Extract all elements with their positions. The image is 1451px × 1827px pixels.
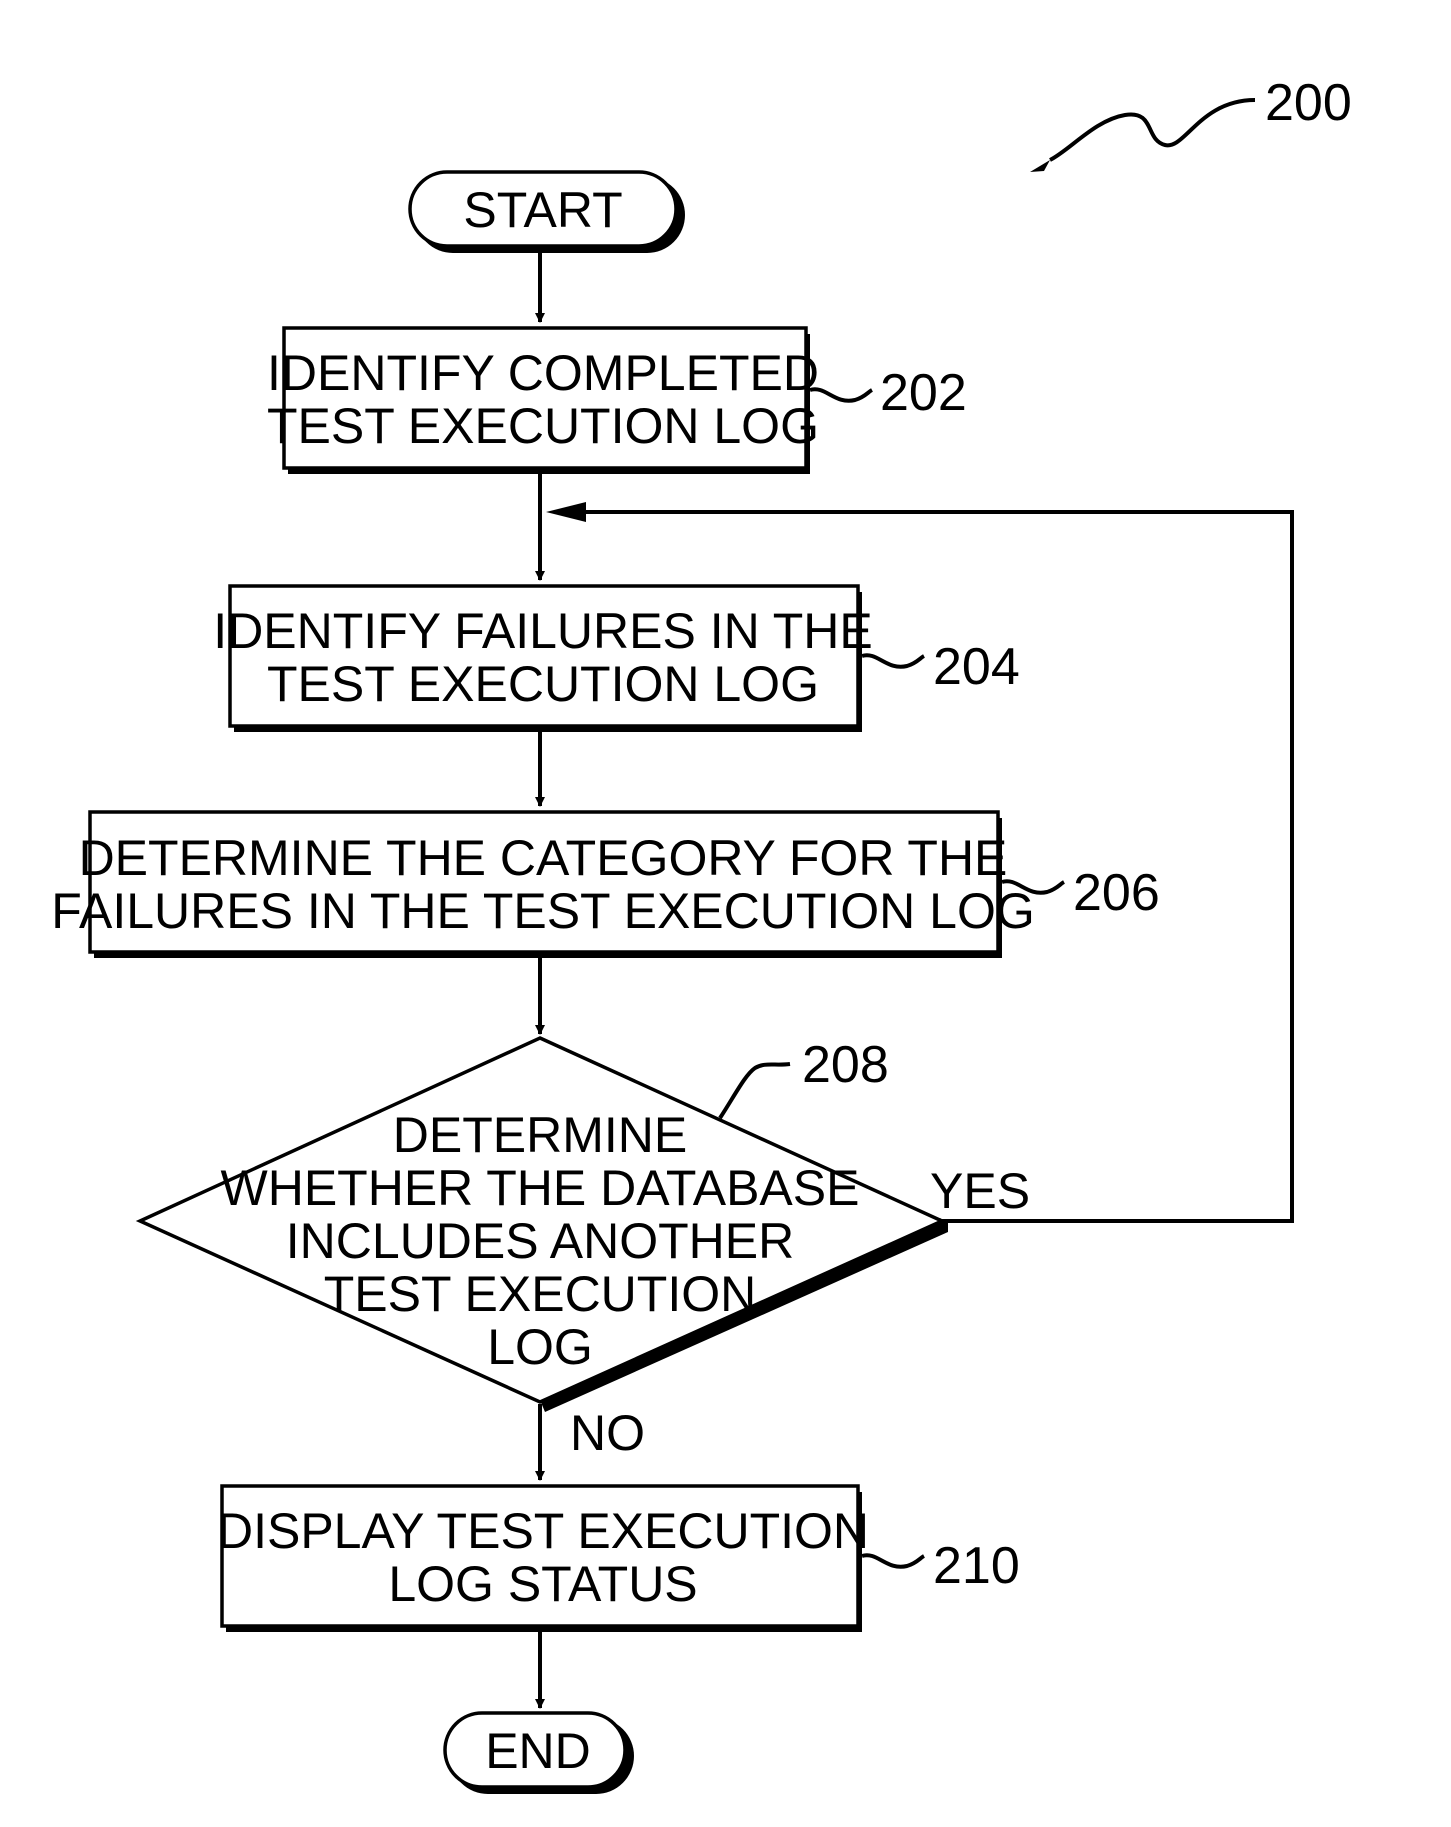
process-210-ref: 210 bbox=[933, 1537, 1020, 1595]
process-204-line-1: IDENTIFY FAILURES IN THE bbox=[213, 603, 872, 659]
decision-208-ref: 208 bbox=[802, 1036, 889, 1094]
end-label: END bbox=[485, 1723, 591, 1779]
process-202-line-2: TEST EXECUTION LOG bbox=[267, 398, 819, 454]
process-210-line-1: DISPLAY TEST EXECUTION bbox=[217, 1503, 869, 1559]
process-210-line-2: LOG STATUS bbox=[388, 1556, 697, 1612]
process-206-ref: 206 bbox=[1073, 864, 1160, 922]
start-label: START bbox=[463, 182, 622, 238]
process-202-line-1: IDENTIFY COMPLETED bbox=[267, 345, 819, 401]
figure-reference-number: 200 bbox=[1265, 74, 1352, 132]
yes-label: YES bbox=[930, 1163, 1030, 1219]
end-terminal: END bbox=[445, 1713, 634, 1794]
process-204-line-2: TEST EXECUTION LOG bbox=[267, 656, 819, 712]
no-label: NO bbox=[570, 1405, 645, 1461]
process-202-ref: 202 bbox=[880, 364, 967, 422]
figure-reference: 200 bbox=[1030, 74, 1352, 172]
decision-208-leader bbox=[720, 1064, 790, 1118]
process-206-line-2: FAILURES IN THE TEST EXECUTION LOG bbox=[51, 883, 1035, 939]
process-202-leader bbox=[810, 389, 872, 401]
process-204-ref: 204 bbox=[933, 638, 1020, 696]
figure-reference-leader bbox=[1050, 100, 1255, 160]
start-terminal: START bbox=[410, 172, 685, 253]
figure-reference-arrowhead bbox=[1030, 160, 1050, 172]
decision-208-line-5: LOG bbox=[487, 1319, 593, 1375]
process-204-leader bbox=[862, 655, 924, 667]
process-box-206: DETERMINE THE CATEGORY FOR THE FAILURES … bbox=[51, 812, 1160, 958]
process-210-leader bbox=[862, 1555, 924, 1567]
decision-208-line-2: WHETHER THE DATABASE bbox=[221, 1160, 860, 1216]
process-box-204: IDENTIFY FAILURES IN THE TEST EXECUTION … bbox=[213, 586, 1019, 732]
yes-loop-arrowhead bbox=[546, 502, 586, 522]
decision-208-line-3: INCLUDES ANOTHER bbox=[286, 1213, 794, 1269]
process-206-line-1: DETERMINE THE CATEGORY FOR THE bbox=[79, 830, 1008, 886]
process-box-202: IDENTIFY COMPLETED TEST EXECUTION LOG 20… bbox=[267, 328, 967, 474]
decision-208-line-1: DETERMINE bbox=[393, 1107, 687, 1163]
process-box-210: DISPLAY TEST EXECUTION LOG STATUS 210 bbox=[217, 1486, 1020, 1632]
decision-208-line-4: TEST EXECUTION bbox=[324, 1266, 756, 1322]
decision-diamond-208: DETERMINE WHETHER THE DATABASE INCLUDES … bbox=[140, 1036, 948, 1412]
